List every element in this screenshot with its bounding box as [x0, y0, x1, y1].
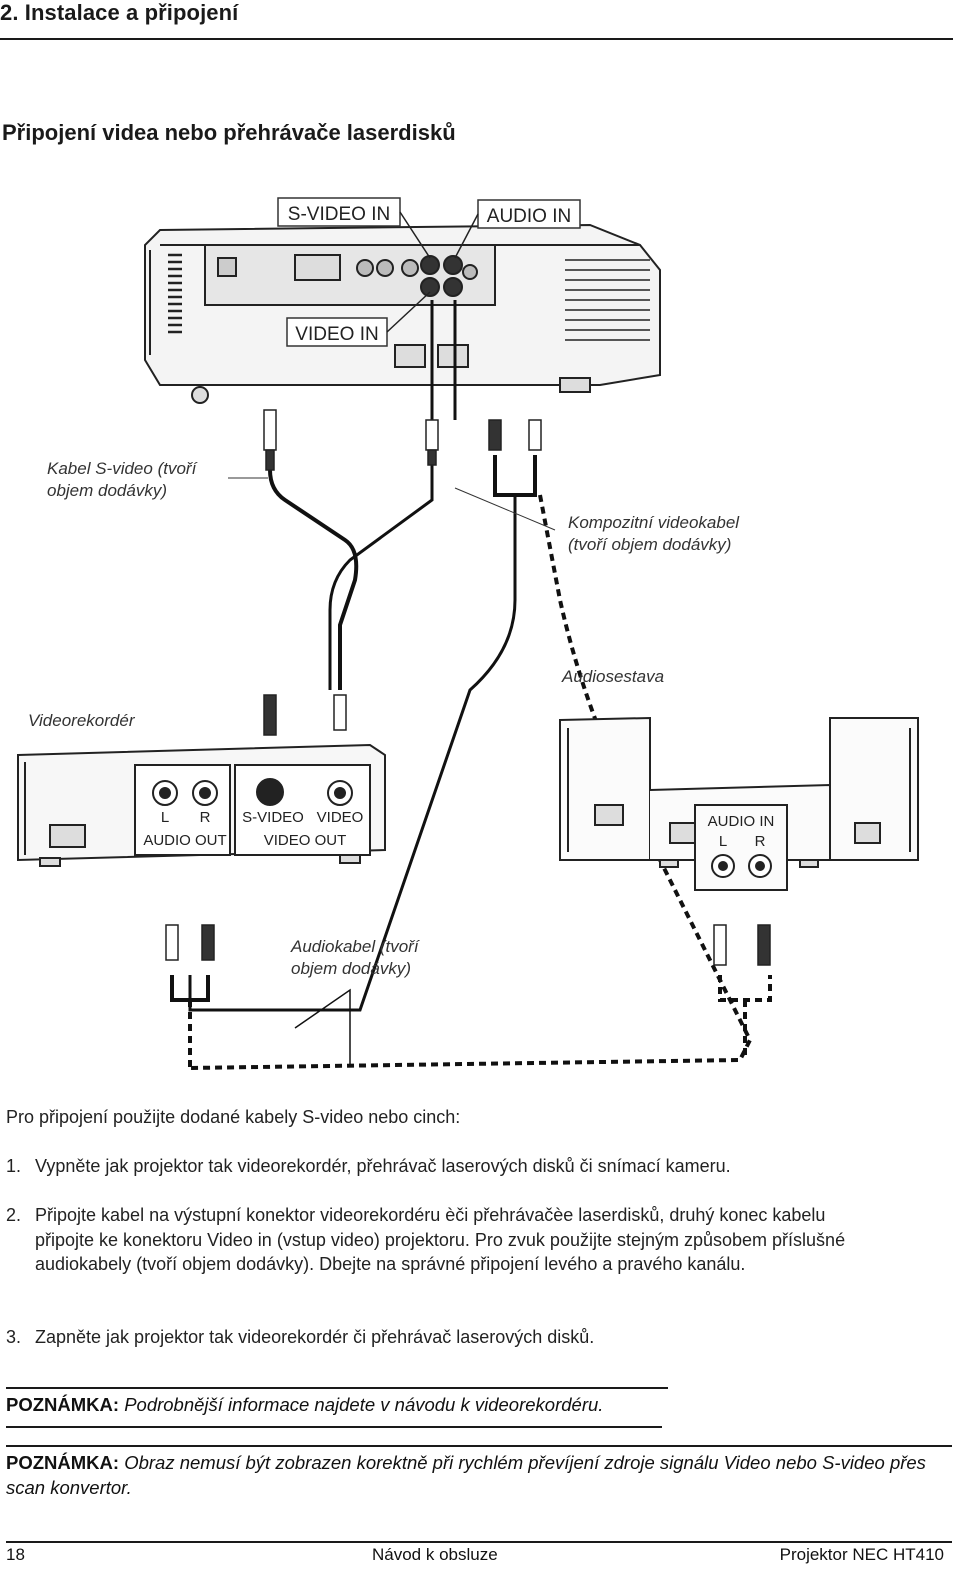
header-rule: [0, 38, 953, 40]
note-1: POZNÁMKA: Podrobnější informace najdete …: [6, 1393, 686, 1418]
step-2-text: Připojte kabel na výstupní konektor vide…: [35, 1205, 846, 1274]
intro-text: Pro připojení použijte dodané kabely S-v…: [6, 1107, 461, 1127]
footer-rule: [6, 1541, 952, 1543]
cable-plugs: [165, 409, 771, 966]
step-2-number: 2.: [6, 1205, 22, 1225]
speaker-label-audio-in: AUDIO IN: [708, 813, 775, 830]
label-s-video-in: S-VIDEO IN: [288, 204, 390, 225]
vcr-label-audio-out: AUDIO OUT: [143, 832, 226, 849]
connection-diagram: S-VIDEO IN AUDIO IN VIDEO IN: [17, 197, 919, 1070]
step-1-text: Vypněte jak projektor tak videorekordér,…: [35, 1156, 731, 1176]
page-subheading: Připojení videa nebo přehrávače laserdis…: [2, 120, 456, 145]
vcr-labels: L R AUDIO OUT S-VIDEO VIDEO VIDEO OUT: [143, 809, 363, 849]
note-1-top-rule: [6, 1387, 668, 1389]
section-title: 2. Instalace a připojení: [0, 0, 239, 25]
note-2-top-rule: [6, 1445, 952, 1447]
callout-audio-cable-line1: Audiokabel (tvoří: [290, 937, 421, 956]
label-audio-in: AUDIO IN: [487, 206, 571, 227]
audio-system-illustration: [559, 716, 919, 891]
callout-composite-cable-line2: (tvoří objem dodávky): [568, 535, 731, 554]
vcr-label-l: L: [161, 809, 169, 826]
label-video-in: VIDEO IN: [295, 324, 378, 345]
footer-manual-title: Návod k obsluze: [372, 1545, 498, 1564]
step-1-number: 1.: [6, 1156, 22, 1176]
step-2: 2. Připojte kabel na výstupní konektor v…: [6, 1203, 866, 1277]
callout-audio-cable-line2: objem dodávky): [291, 959, 411, 978]
note-2: POZNÁMKA: Obraz nemusí být zobrazen kore…: [6, 1451, 926, 1500]
vcr-label-video-out: VIDEO OUT: [264, 832, 347, 849]
note-2-label: POZNÁMKA:: [6, 1452, 120, 1473]
note-2-text: Obraz nemusí být zobrazen korektně při r…: [6, 1452, 926, 1498]
footer-page-number: 18: [6, 1545, 25, 1564]
callout-vcr: Videorekordér: [28, 711, 136, 730]
note-1-label: POZNÁMKA:: [6, 1394, 120, 1415]
callout-composite-cable-line1: Kompozitní videokabel: [568, 513, 740, 532]
cable-paths: [170, 300, 772, 1070]
footer-product-name: Projektor NEC HT410: [779, 1545, 944, 1564]
vcr-label-r: R: [200, 809, 211, 826]
speaker-label-l: L: [719, 833, 727, 850]
projector-illustration: [144, 223, 661, 404]
speaker-label-r: R: [755, 833, 766, 850]
note-1-text: Podrobnější informace najdete v návodu k…: [124, 1394, 604, 1415]
note-1-bottom-rule: [6, 1426, 662, 1428]
vcr-illustration: [17, 743, 386, 867]
step-3: 3. Zapněte jak projektor tak videorekord…: [6, 1325, 886, 1350]
speaker-labels: AUDIO IN L R: [708, 813, 775, 850]
step-3-text: Zapněte jak projektor tak videorekordér …: [35, 1327, 595, 1347]
callout-audio-system: Audiosestava: [561, 667, 664, 686]
vcr-label-video: VIDEO: [317, 809, 364, 826]
callout-s-video-cable-line2: objem dodávky): [47, 481, 167, 500]
step-1: 1. Vypněte jak projektor tak videorekord…: [6, 1154, 886, 1179]
step-3-number: 3.: [6, 1327, 22, 1347]
vcr-label-s-video: S-VIDEO: [242, 809, 304, 826]
callout-s-video-cable-line1: Kabel S-video (tvoří: [47, 459, 199, 478]
